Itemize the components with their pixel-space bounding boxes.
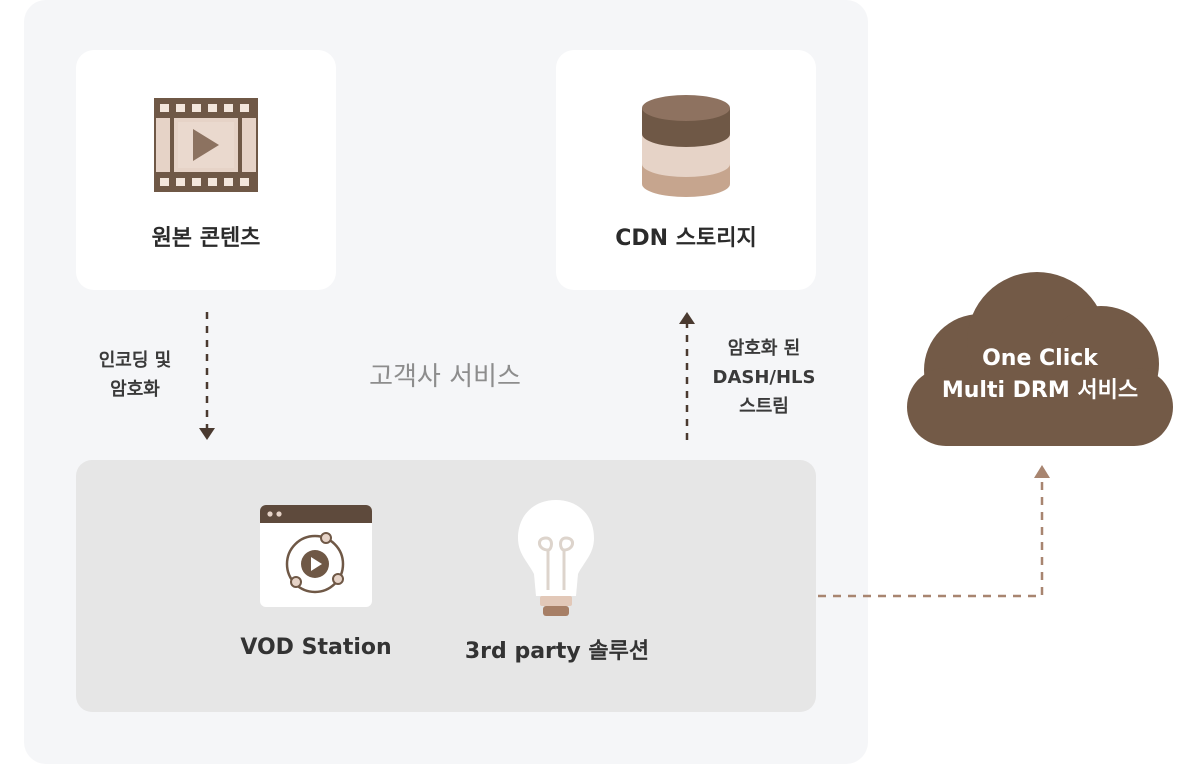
- solutions-area: VOD Station 3rd party 솔루션: [76, 460, 816, 712]
- film-strip-icon: [154, 98, 258, 192]
- cloud-line1: One Click: [982, 346, 1098, 371]
- multi-drm-cloud-label: One Click Multi DRM 서비스: [920, 343, 1160, 407]
- vod-player-window-icon: [260, 505, 372, 607]
- cdn-storage-card: CDN 스토리지: [556, 50, 816, 290]
- encoding-arrow-head: [199, 428, 215, 440]
- original-content-card: 원본 콘텐츠: [76, 50, 336, 290]
- stream-arrow-head: [679, 312, 695, 324]
- encrypted-stream-step-label: 암호화 된 DASH/HLS 스트림: [700, 334, 828, 421]
- database-icon: [642, 95, 730, 197]
- encrypted-stream-line3: 스트림: [739, 396, 789, 417]
- service-area-label: 고객사 서비스: [369, 362, 521, 392]
- cloud-line2: Multi DRM 서비스: [941, 378, 1139, 403]
- lightbulb-icon: [518, 500, 594, 616]
- cloud-icon: [907, 272, 1173, 446]
- third-party-solution-label: 3rd party 솔루션: [464, 639, 650, 664]
- encoding-step-line1: 인코딩 및: [98, 350, 172, 371]
- encoding-step-line2: 암호화: [110, 379, 160, 400]
- encrypted-stream-line2: DASH/HLS: [712, 367, 816, 388]
- vod-station-label: VOD Station: [240, 635, 392, 660]
- drm-arrow-line: [818, 478, 1044, 598]
- drm-arrow-head: [1034, 465, 1050, 478]
- original-content-label: 원본 콘텐츠: [151, 226, 261, 251]
- cdn-storage-label: CDN 스토리지: [615, 226, 757, 251]
- encoding-step-label: 인코딩 및 암호화: [80, 346, 190, 404]
- encrypted-stream-line1: 암호화 된: [727, 338, 801, 359]
